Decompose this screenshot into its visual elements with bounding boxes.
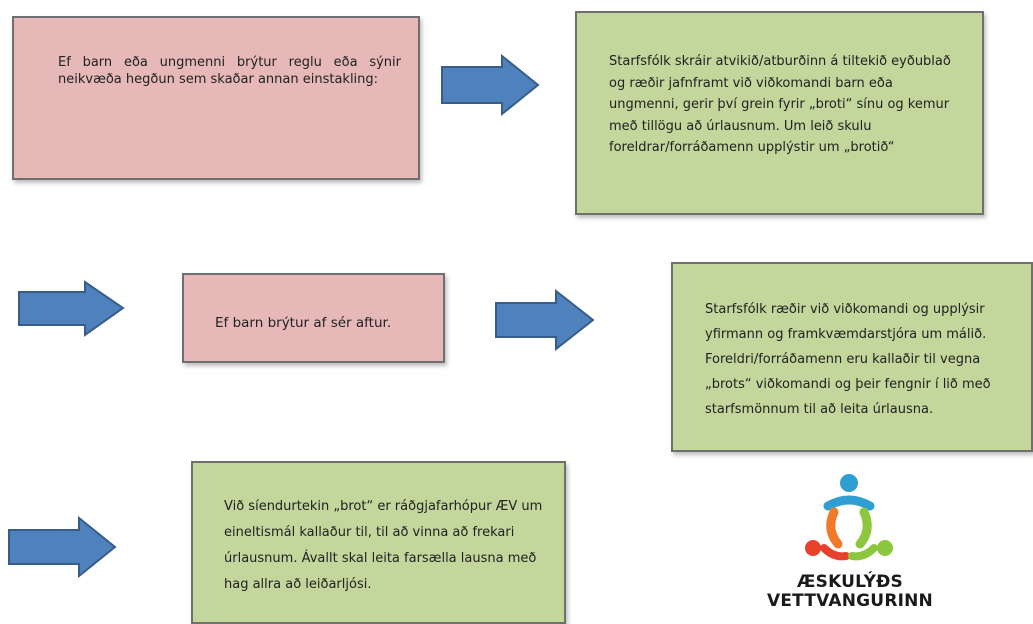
step-box-4: Starfsfólk ræðir við viðkomandi og upplý… bbox=[671, 262, 1033, 452]
step-text-2: Starfsfólk skráir atvikið/atburðinn á ti… bbox=[609, 54, 951, 155]
right-arrow-icon bbox=[440, 54, 540, 116]
step-box-3: Ef barn brýtur af sér aftur. bbox=[182, 273, 445, 363]
logo-mark-icon bbox=[804, 472, 894, 564]
step-text-1: Ef barn eða ungmenni brýtur reglu eða sý… bbox=[58, 55, 401, 87]
logo-text-line1: ÆSKULÝÐS bbox=[797, 572, 903, 592]
step-box-5: Við síendurtekin „brot“ er ráðgjafarhópu… bbox=[191, 461, 566, 624]
right-arrow-icon bbox=[494, 289, 595, 351]
right-arrow-icon bbox=[17, 280, 125, 337]
organization-logo: ÆSKULÝÐS VETTVANGURINN bbox=[760, 472, 940, 617]
step-text-3: Ef barn brýtur af sér aftur. bbox=[215, 315, 392, 331]
step-text-4: Starfsfólk ræðir við viðkomandi og upplý… bbox=[705, 302, 991, 417]
step-box-1: Ef barn eða ungmenni brýtur reglu eða sý… bbox=[12, 16, 420, 180]
right-arrow-icon bbox=[7, 516, 117, 578]
logo-text-line2: VETTVANGURINN bbox=[767, 591, 933, 611]
step-box-2: Starfsfólk skráir atvikið/atburðinn á ti… bbox=[575, 11, 984, 215]
step-text-5: Við síendurtekin „brot“ er ráðgjafarhópu… bbox=[224, 499, 543, 592]
